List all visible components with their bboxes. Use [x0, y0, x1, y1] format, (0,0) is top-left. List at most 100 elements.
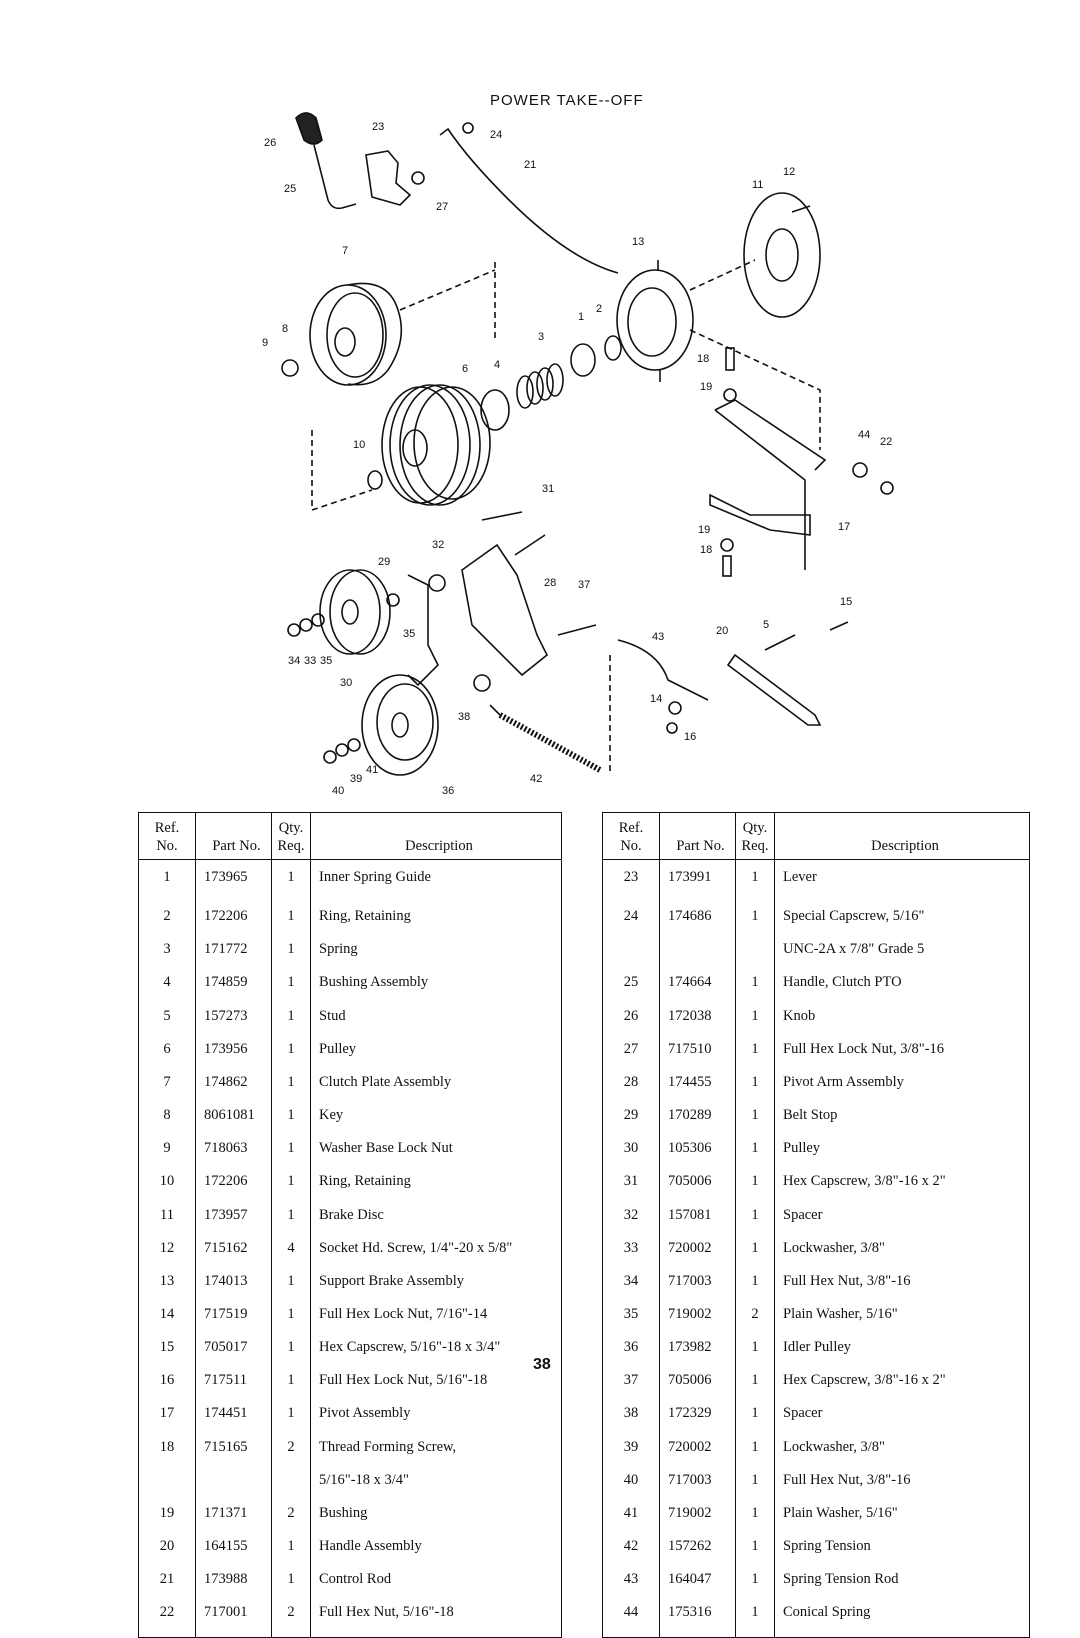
- description-cell: Lockwasher, 3/8": [774, 1437, 1030, 1471]
- ref-cell: 3: [163, 941, 171, 958]
- callout-37: 37: [578, 579, 590, 591]
- tension-spring-part: [498, 712, 602, 773]
- callout-38: 38: [458, 711, 470, 723]
- qty-cell: 1: [735, 1570, 775, 1604]
- handle-part: [313, 144, 357, 210]
- description-cell: Full Hex Lock Nut, 5/16"-18: [310, 1371, 562, 1405]
- part-no-cell: 173988: [195, 1570, 272, 1604]
- qty-cell: 1: [735, 1039, 775, 1073]
- part-no-cell: 717001: [195, 1603, 272, 1637]
- filler-cell: [735, 1636, 775, 1638]
- qty-cell: 1: [735, 1006, 775, 1040]
- description-cell: Pulley: [774, 1139, 1030, 1173]
- qty-cell: 1: [735, 1603, 775, 1637]
- part-no-cell: 717510: [659, 1039, 736, 1073]
- callout-41: 41: [366, 764, 378, 776]
- page-title: POWER TAKE--OFF: [490, 92, 644, 109]
- description-cell: Brake Disc: [310, 1205, 562, 1239]
- part-no-cell: 174013: [195, 1271, 272, 1305]
- ref-cell: 4: [163, 974, 171, 991]
- description-cell: Spring: [310, 940, 562, 974]
- callout-34: 34: [288, 655, 300, 667]
- ref-cell: 26: [623, 1007, 639, 1024]
- callout-1: 1: [578, 311, 584, 323]
- description-cell: Hex Capscrew, 3/8"-16 x 2": [774, 1371, 1030, 1405]
- description-cell: Handle Assembly: [310, 1537, 562, 1571]
- callout-25: 25: [284, 183, 296, 195]
- part-no-cell: 105306: [659, 1139, 736, 1173]
- callout-11: 11: [752, 179, 763, 191]
- qty-cell: 4: [271, 1238, 311, 1272]
- qty-cell: 2: [271, 1603, 311, 1637]
- description-cell: Pivot Assembly: [310, 1404, 562, 1438]
- ref-cell: 21: [159, 1571, 175, 1588]
- ref-cell: 7: [163, 1073, 171, 1090]
- ref-cell: [603, 940, 660, 973]
- callout-43: 43: [652, 631, 664, 643]
- part-no-cell: 705017: [195, 1338, 272, 1372]
- qty-cell: 1: [735, 1238, 775, 1272]
- header-ref: Ref. No.: [602, 812, 660, 860]
- ref-cell: 41: [623, 1504, 639, 1521]
- part-no-cell: 173982: [659, 1338, 736, 1372]
- callout-35b: 35: [320, 655, 332, 667]
- description-cell: 5/16"-18 x 3/4": [310, 1470, 562, 1504]
- description-cell: Washer Base Lock Nut: [310, 1139, 562, 1173]
- callout-16: 16: [684, 731, 696, 743]
- header-ref: Ref. No.: [138, 812, 196, 860]
- part-no-cell: 173957: [195, 1205, 272, 1239]
- exploded-parts-diagram: 26 23 24 25 27 21 11 12 13 7 8 9 1 2 3 4…: [262, 112, 894, 797]
- qty-cell: [735, 940, 775, 974]
- ref-cell: 14: [159, 1305, 175, 1322]
- handle-assembly-part: [726, 653, 822, 726]
- qty-cell: 1: [271, 1039, 311, 1073]
- part-no-cell: 157081: [659, 1205, 736, 1239]
- qty-cell: 1: [271, 973, 311, 1007]
- table-header-row: Ref. No. Part No. Qty. Req. Description: [138, 812, 562, 860]
- callout-7: 7: [342, 245, 348, 257]
- description-cell: Hex Capscrew, 5/16"-18 x 3/4": [310, 1338, 562, 1372]
- callout-19a: 19: [700, 381, 712, 393]
- part-no-cell: 174859: [195, 973, 272, 1007]
- part-no-cell: 172206: [195, 907, 272, 941]
- lever-part: [365, 150, 412, 206]
- callout-44: 44: [858, 429, 870, 441]
- qty-cell: 1: [735, 1106, 775, 1140]
- support-brake-part: [616, 269, 694, 371]
- ref-cell: 5: [163, 1007, 171, 1024]
- description-cell: Control Rod: [310, 1570, 562, 1604]
- description-cell: Spacer: [774, 1404, 1030, 1438]
- table-filler-row: [139, 1636, 562, 1638]
- description-cell: Plain Washer, 5/16": [774, 1304, 1030, 1339]
- callout-33: 33: [304, 655, 316, 667]
- qty-cell: 1: [271, 1106, 311, 1140]
- description-cell: Bushing Assembly: [310, 973, 562, 1007]
- header-description: Description: [774, 812, 1030, 860]
- qty-cell: 1: [271, 1371, 311, 1405]
- ref-cell: 10: [159, 1173, 175, 1190]
- pivot-arm-part: [461, 543, 549, 677]
- callout-5: 5: [763, 619, 769, 631]
- part-no-cell: 174451: [195, 1404, 272, 1438]
- ref-cell: 32: [623, 1206, 639, 1223]
- ref-cell: 9: [163, 1140, 171, 1157]
- description-cell: Knob: [774, 1006, 1030, 1040]
- ref-cell: 38: [623, 1405, 639, 1422]
- callout-42: 42: [530, 773, 542, 785]
- clutch-plate-part: [309, 284, 387, 386]
